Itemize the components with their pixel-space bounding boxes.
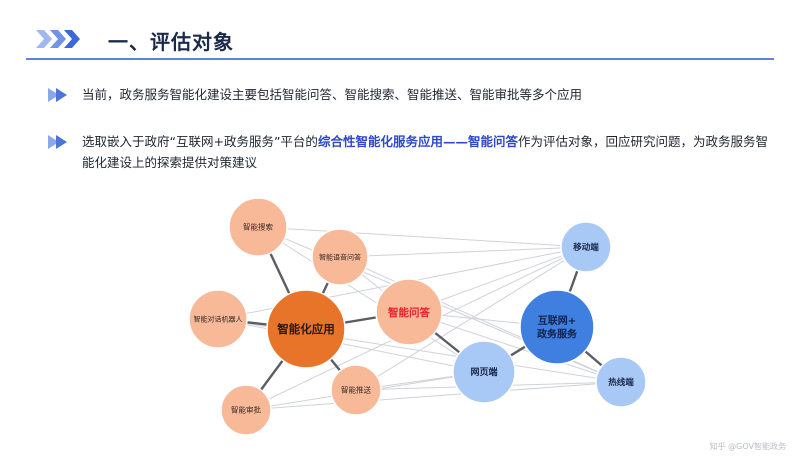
weak-edge xyxy=(339,246,587,258)
weak-edge xyxy=(257,226,485,373)
node-label: 智能推送 xyxy=(341,385,371,395)
watermark: 知乎 @GOV智能政务 xyxy=(709,442,786,451)
node-zhineng-duihua: 智能对话机器人 xyxy=(188,289,248,349)
bullet-highlight: 综合性智能化服务应用——智能问答 xyxy=(317,134,518,149)
weak-edge xyxy=(217,318,485,373)
node-label: 智能语音问答 xyxy=(319,253,361,262)
node-label: 网页端 xyxy=(470,366,497,378)
play-arrow-icon xyxy=(48,88,67,102)
node-circle xyxy=(519,289,595,365)
node-label: 政务服务 xyxy=(537,327,578,340)
weak-edges xyxy=(217,226,622,411)
node-zhineng-sousuo: 智能搜索 xyxy=(228,197,288,257)
node-label: 智能对话机器人 xyxy=(194,315,243,324)
node-zhineng-shenpi: 智能审批 xyxy=(220,384,272,436)
node-zhinenghua-yingyong: 智能化应用 xyxy=(266,289,346,369)
node-circle xyxy=(330,364,382,416)
node-hulianwang: 互联网+政务服务 xyxy=(519,289,595,365)
node-circle xyxy=(560,221,612,273)
network-diagram: 智能搜索智能语音问答智能对话机器人智能推送智能审批智能化应用智能问答互联网+政务… xyxy=(188,197,647,436)
node-circle xyxy=(228,197,288,257)
node-zhineng-wenda: 智能问答 xyxy=(375,278,443,346)
bullet-text-before: 选取嵌入于政府“互联网+政务服务”平台的 xyxy=(82,134,318,149)
node-yidong: 移动端 xyxy=(560,221,612,273)
bullet-text: 当前，政务服务智能化建设主要包括智能问答、智能搜索、智能推送、智能审批等多个应用 xyxy=(82,87,583,102)
node-circle xyxy=(452,340,516,404)
node-circle xyxy=(375,278,443,346)
weak-edge xyxy=(408,311,622,383)
weak-edge xyxy=(245,381,622,411)
play-arrow-icon xyxy=(48,135,67,149)
node-zhineng-yuyin: 智能语音问答 xyxy=(311,228,369,286)
node-circle xyxy=(311,228,369,286)
node-label: 热线端 xyxy=(608,377,634,388)
title-bar: 一、评估对象 xyxy=(26,24,774,60)
node-circle xyxy=(188,289,248,349)
bullet-text: 选取嵌入于政府“互联网+政务服务”平台的综合性智能化服务应用——智能问答作为评估… xyxy=(82,131,772,173)
node-label: 移动端 xyxy=(573,242,599,253)
weak-edge xyxy=(257,226,587,248)
node-circle xyxy=(595,356,647,408)
node-zhineng-tuisong: 智能推送 xyxy=(330,364,382,416)
node-circle xyxy=(266,289,346,369)
nodes: 智能搜索智能语音问答智能对话机器人智能推送智能审批智能化应用智能问答互联网+政务… xyxy=(188,197,647,436)
node-label: 互联网+ xyxy=(538,314,576,327)
chevron-arrows-icon xyxy=(36,30,80,48)
page-title: 一、评估对象 xyxy=(108,30,234,54)
bullet-text-after: 作为评估对象，回应研究问题，为政务服务智能化建设上的探索提供对策建议 xyxy=(82,134,768,170)
node-wangye: 网页端 xyxy=(452,340,516,404)
node-label: 智能化应用 xyxy=(277,322,335,336)
node-rexian: 热线端 xyxy=(595,356,647,408)
node-label: 智能审批 xyxy=(231,405,261,415)
node-label: 智能搜索 xyxy=(243,222,273,232)
node-label: 智能问答 xyxy=(387,306,430,319)
node-circle xyxy=(220,384,272,436)
